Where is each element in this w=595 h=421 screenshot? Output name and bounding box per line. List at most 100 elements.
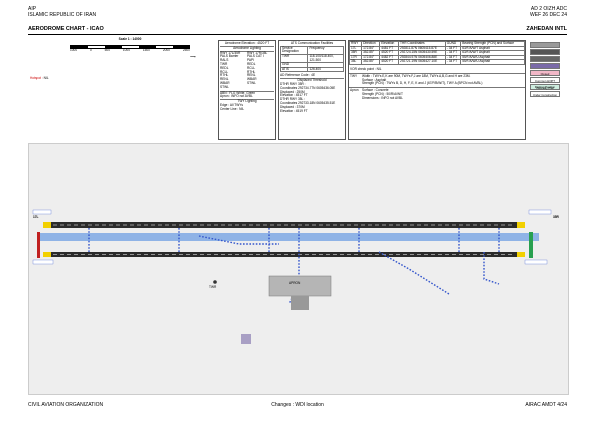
header-left: AIP ISLAMIC REPUBLIC OF IRAN — [28, 6, 96, 18]
dt-line: Displaced : 370M — [280, 104, 305, 109]
lighting-cell: RWY 17R/35L — [247, 50, 268, 55]
runway-label-right: 35R — [553, 215, 559, 219]
twr-label: TWR — [209, 285, 217, 289]
twy-info: TWY Width : TWYs E,K are 90M, TWYs F,J a… — [349, 73, 525, 89]
ats-cell: 118.100/118.400, 121.500 — [307, 53, 344, 64]
apron-info-label: Apron — [350, 88, 359, 93]
twy-edge-lighting: Edge : All TWYs — [220, 102, 243, 107]
scale-tick-label: 1000 — [122, 47, 130, 52]
ad-ref-code: AD Reference Code : 4E — [280, 73, 316, 78]
runway-cell: 4520 FT — [379, 59, 399, 65]
building — [241, 334, 251, 344]
apron-label: APRON — [289, 281, 301, 285]
dt-line: DTHR RWY 35L : — [280, 97, 305, 102]
legend-item — [530, 49, 560, 55]
scale-tick-label: 0 — [89, 47, 92, 52]
scale-graduation — [70, 44, 190, 49]
threshold-lights — [37, 232, 40, 258]
vor-checkpoint: VOR check point : NIL — [349, 67, 525, 74]
ats-cell: 126.400 — [307, 66, 344, 73]
runway-strip — [39, 233, 539, 241]
tower-icon — [213, 280, 217, 284]
header-ad-code: AD 2 OIZH ADC — [530, 6, 567, 12]
footer-changes: Changes : WDI location — [271, 402, 324, 408]
north-arrow-icon: ⟶ — [190, 54, 196, 59]
legend-item — [530, 63, 560, 69]
legend-item — [530, 42, 560, 48]
ats-cell: ATIS — [279, 66, 309, 73]
scale-tick-label: 1500 — [142, 47, 150, 52]
lighting-cell: RTHL — [247, 69, 256, 74]
lighting-cell: REDL — [247, 61, 256, 66]
runway-cell: 292721.19N 0605427.10E — [397, 59, 446, 65]
hotspot-value: NIL — [43, 76, 49, 80]
lighting-row: RTHL RENL — [220, 74, 274, 78]
lighting-cell: RENL — [220, 77, 229, 82]
dt-title: Displaced Threshold — [280, 78, 344, 83]
lighting-cell: WBAR — [220, 80, 230, 85]
lighting-cell: TWR — [220, 61, 228, 66]
dt-line: Displaced : 250M — [280, 89, 305, 94]
aerodrome-map: 17L 35R APRON TWR — [28, 143, 569, 395]
elevation-label: Aerodrome Elevation : 4520 FT — [220, 41, 274, 47]
lighting-cell: RTHL — [220, 73, 229, 78]
legend-item: Under Construction — [530, 91, 560, 97]
lighting-row: STWL — [220, 85, 274, 90]
twy-center-lighting: Center Line : NIL — [220, 106, 245, 111]
hotspot-label: Hotspot : — [30, 76, 43, 80]
lighting-cell: RCLL — [247, 65, 256, 70]
lighting-cell: RCLL — [220, 69, 229, 74]
apron-line: Surface : Concrete — [362, 88, 389, 93]
lighting-cell: PAPI — [247, 58, 255, 63]
header-divider — [28, 34, 567, 35]
lighting-cell — [247, 86, 274, 90]
twy-line: Width : TWYs E,K are 90M, TWYs F,J are 1… — [362, 73, 471, 78]
scale-tick-label: 1000 — [70, 47, 78, 52]
legend-item: Closed — [530, 70, 560, 76]
apron — [268, 275, 332, 297]
twy-lighting-title: TWY Lighting — [220, 99, 274, 104]
footer-amdt: AIRAC AMDT 4/24 — [525, 402, 567, 408]
ats-title: ATS Communication Facilities — [290, 41, 334, 45]
threshold-lights — [529, 232, 533, 258]
lighting-cell: RENL — [247, 73, 256, 78]
dt-line: Coordinates 292733.18N 0605435.51E — [280, 100, 336, 105]
lighting-box: Aerodrome Elevation : 4520 FT Aerodrome … — [218, 40, 276, 140]
dt-line: Coordinates 292734.77N 0605436.05E — [280, 85, 336, 90]
legend-item: Common HOPT Parking Position — [530, 77, 560, 89]
terminal-building — [291, 296, 309, 310]
lighting-row: RWY 17L/35R RWY 17R/35L — [220, 50, 274, 56]
lighting-row: TWR REDL — [220, 61, 274, 67]
map-svg — [32, 209, 552, 344]
dt-lines: DTHR RWY 35R :Coordinates 292734.77N 060… — [280, 81, 344, 113]
threshold-marking — [43, 222, 51, 228]
abn-label: ABN : FLG White, Green — [220, 90, 274, 96]
apron-lighting: Apron : INFO not AVBL — [220, 94, 253, 99]
legend-item: Clearway Plan — [530, 84, 560, 90]
twy-line: Strength (PCN) : TWYs B, D, H, F, E, K a… — [362, 81, 483, 86]
twy-info-label: TWY — [350, 73, 358, 78]
scale-tick-label: 2000 — [162, 47, 170, 52]
threshold-marking — [517, 222, 525, 228]
scale-title: Scale 1 : 14000 — [118, 37, 142, 41]
dt-line: DTHR RWY 35R : — [280, 81, 306, 86]
scale-tick-label: 500 — [104, 47, 110, 52]
lighting-cell: RWY 17L/35R — [220, 50, 241, 55]
runway-cell: - 34 FT — [444, 59, 462, 65]
dt-line: Elevation : 4517 FT — [280, 93, 308, 98]
header-right: AD 2 OIZH ADC WEF 26 DEC 24 — [530, 6, 567, 18]
ats-header-service: Service Designation — [279, 45, 309, 55]
